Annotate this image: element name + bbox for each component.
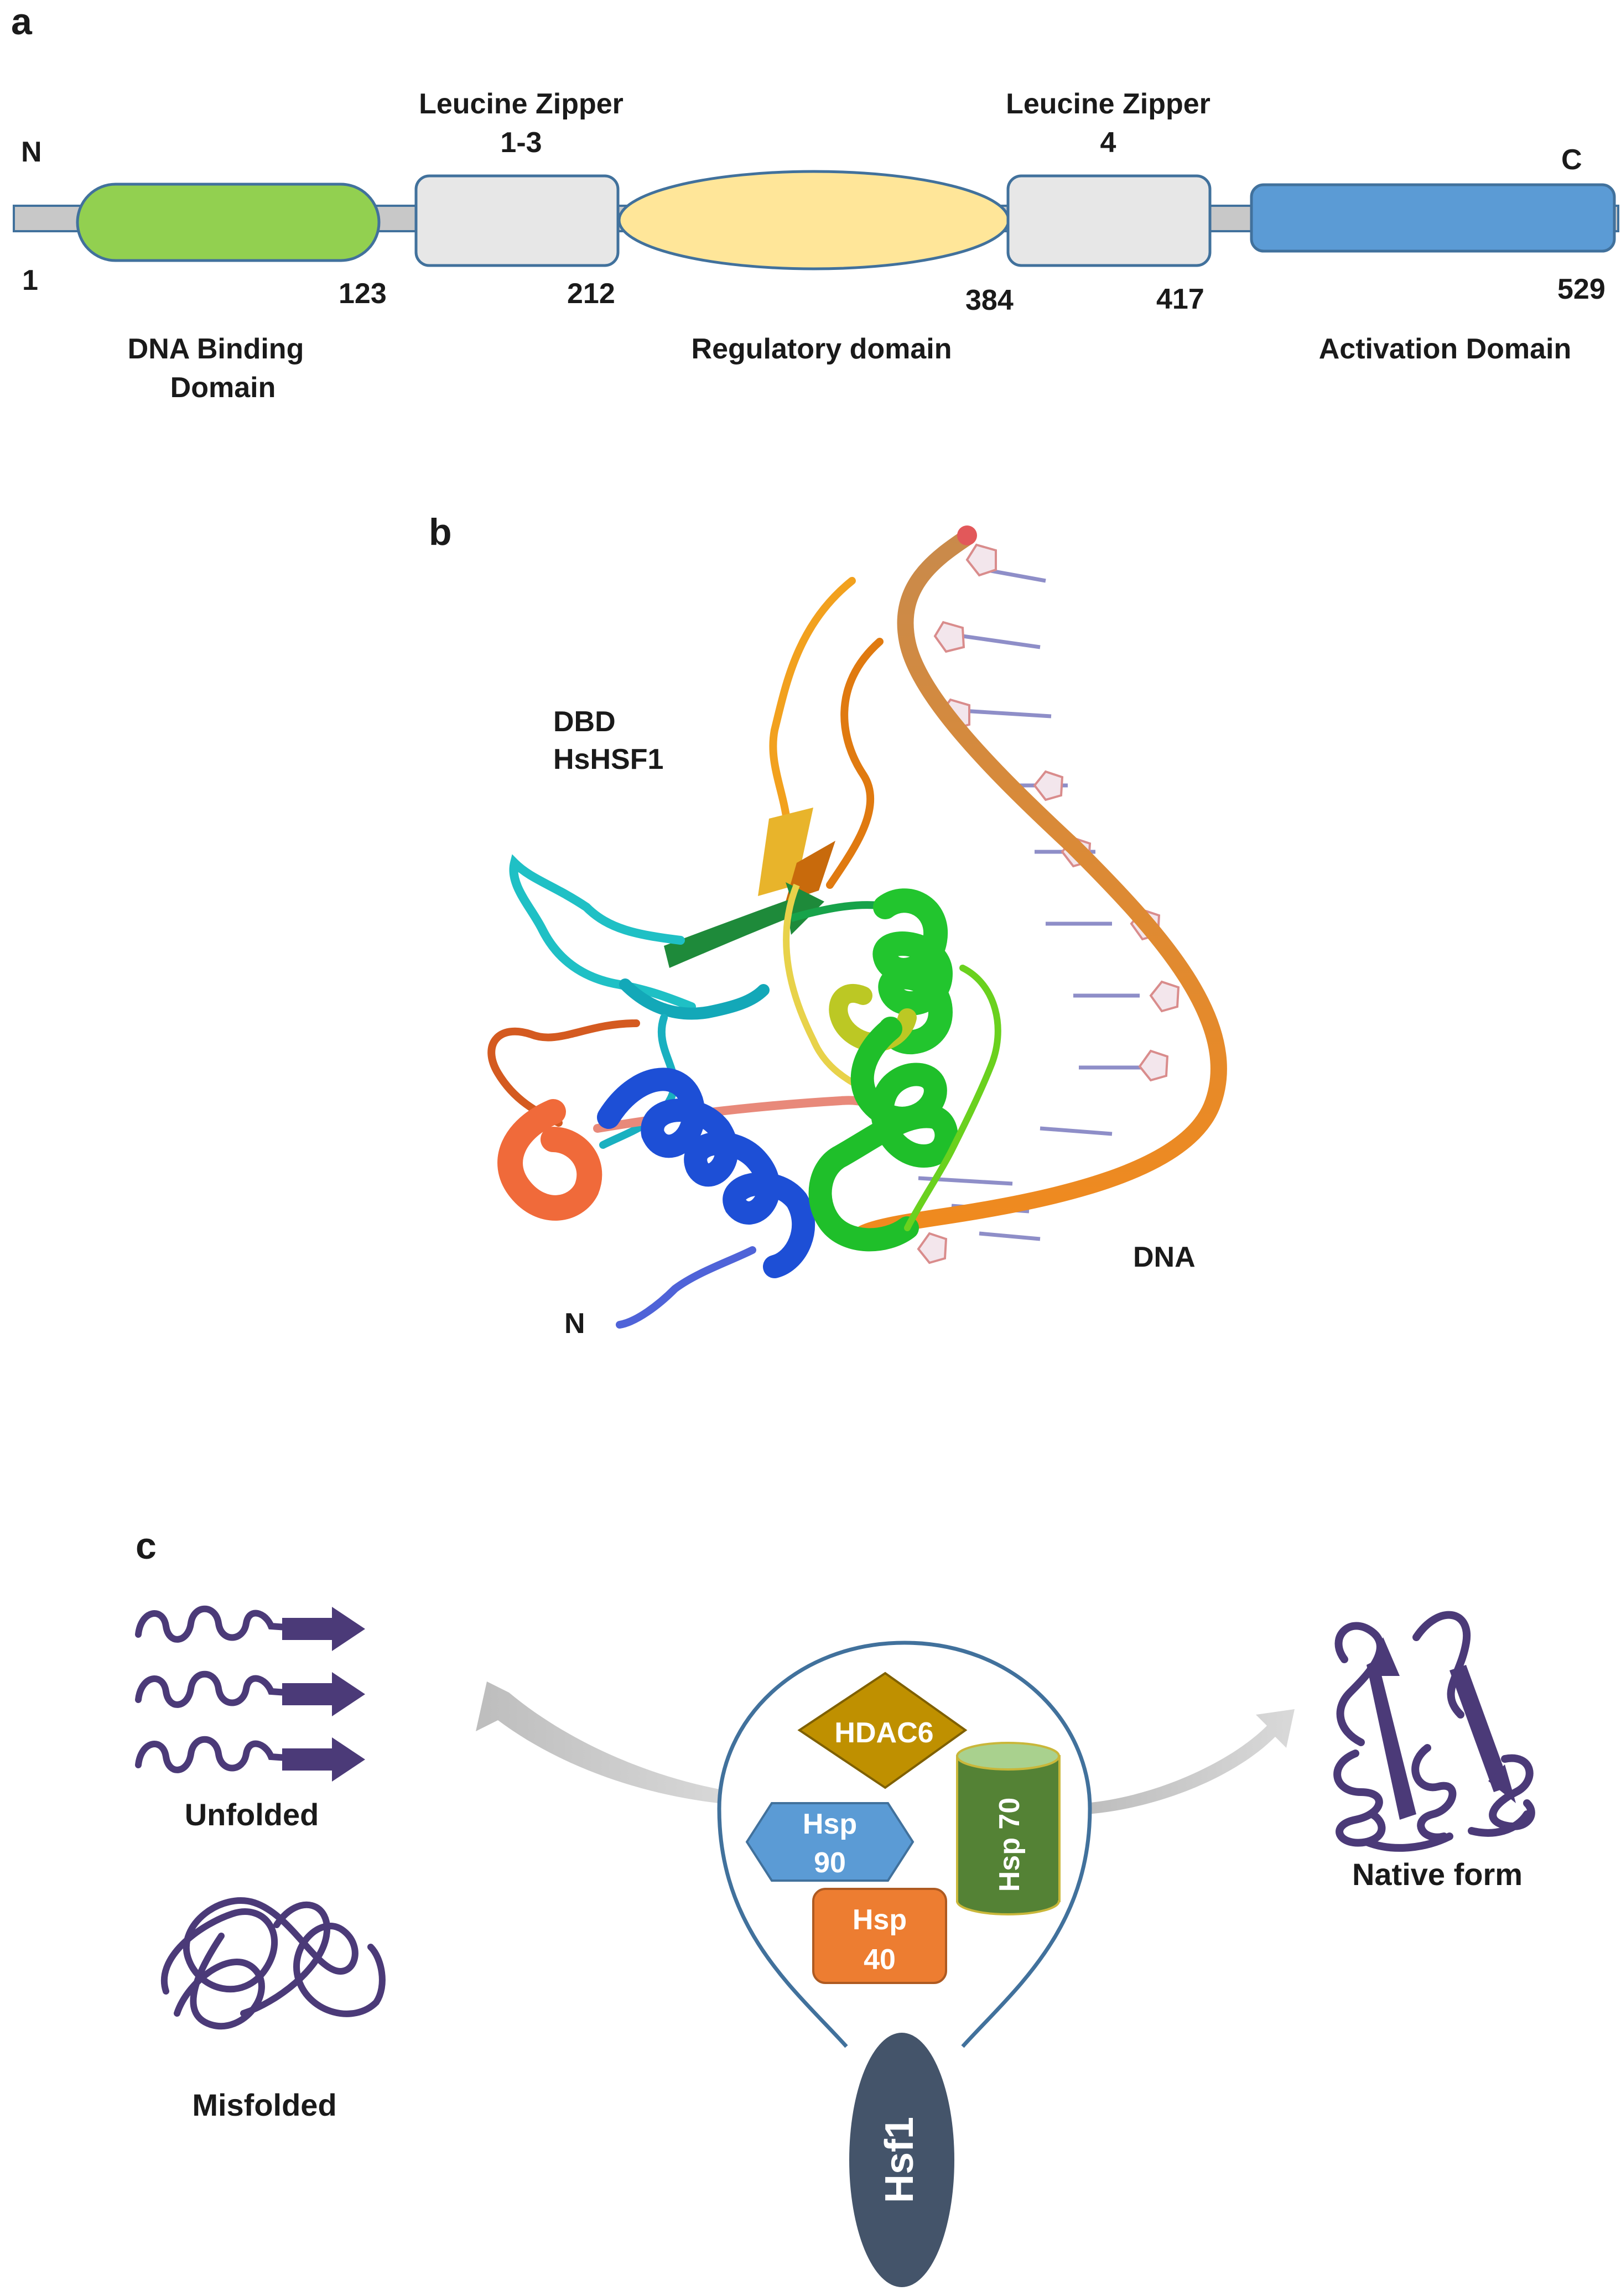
hsp90-number: 90	[814, 1847, 846, 1879]
dna-backbone	[855, 528, 1227, 1242]
position-1: 1	[22, 264, 38, 296]
hdac6-label: HDAC6	[834, 1717, 933, 1749]
leucine-zipper-1-3-label: Leucine Zipper	[419, 88, 624, 120]
dna-binding-domain-label: DNA Binding	[128, 333, 304, 365]
hsp40-shape	[812, 1888, 947, 1984]
panel-b: b	[429, 511, 1227, 1340]
n-terminus-label: N	[21, 136, 42, 168]
misfolded-label: Misfolded	[192, 2087, 336, 2122]
hsp70-label: Hsp 70	[994, 1798, 1026, 1892]
native-form-protein-icon	[1333, 1611, 1535, 1852]
hsp90-label: Hsp	[803, 1808, 857, 1840]
unfolded-proteins-icon	[135, 1605, 365, 1782]
beta-hairpin	[758, 577, 884, 902]
right-curved-arrow	[1084, 1709, 1295, 1814]
blue-helix	[597, 1068, 815, 1329]
position-384: 384	[965, 284, 1014, 316]
green-strand	[664, 882, 892, 968]
panel-b-letter: b	[429, 511, 452, 553]
c-terminus-label: C	[1561, 144, 1582, 176]
hsp40-number: 40	[864, 1944, 896, 1976]
dna-label: DNA	[1133, 1241, 1196, 1273]
dna-end	[957, 525, 977, 545]
panel-c-letter: c	[136, 1525, 157, 1567]
left-curved-arrow	[476, 1681, 736, 1804]
leucine-zipper-4-number: 4	[1100, 127, 1116, 159]
activation-domain-label: Activation Domain	[1319, 333, 1572, 365]
hsp40-label: Hsp	[853, 1904, 907, 1936]
activation-domain-shape	[1250, 183, 1616, 253]
hsp70-shape	[956, 1742, 1061, 1915]
dbd-label: DBD	[553, 706, 616, 738]
green-helices	[808, 888, 1001, 1252]
hdac6-shape	[797, 1672, 968, 1789]
panel-a-letter: a	[11, 1, 33, 43]
dbd-hshsf1-label: HsHSF1	[553, 743, 663, 775]
hsp90-shape	[745, 1802, 915, 1882]
hsf1-shape	[849, 2033, 954, 2287]
leucine-zipper-4-shape	[1006, 174, 1212, 267]
dna-binding-domain-shape	[76, 183, 381, 262]
panel-c: c Unfolded Misfolded H	[135, 1525, 1535, 2287]
position-212: 212	[567, 278, 615, 310]
leucine-zipper-1-3-range: 1-3	[500, 127, 542, 159]
position-529: 529	[1557, 273, 1606, 305]
leucine-zipper-1-3-shape	[414, 174, 620, 267]
hsf1-label: Hsf1	[877, 2117, 922, 2203]
leucine-zipper-4-label: Leucine Zipper	[1006, 88, 1210, 120]
panel-a: a N C 1 123 212 384 417 529 Leucine Zipp…	[11, 1, 1619, 404]
regulatory-domain-label: Regulatory domain	[692, 333, 952, 365]
n-terminus-label-b: N	[564, 1308, 585, 1340]
native-form-label: Native form	[1352, 1857, 1523, 1892]
dna-binding-domain-label-line2: Domain	[170, 372, 276, 404]
position-417: 417	[1156, 283, 1204, 315]
position-123: 123	[339, 278, 387, 310]
misfolded-protein-icon	[160, 1897, 386, 2029]
regulatory-domain-shape	[617, 170, 1010, 270]
unfolded-label: Unfolded	[185, 1797, 319, 1832]
